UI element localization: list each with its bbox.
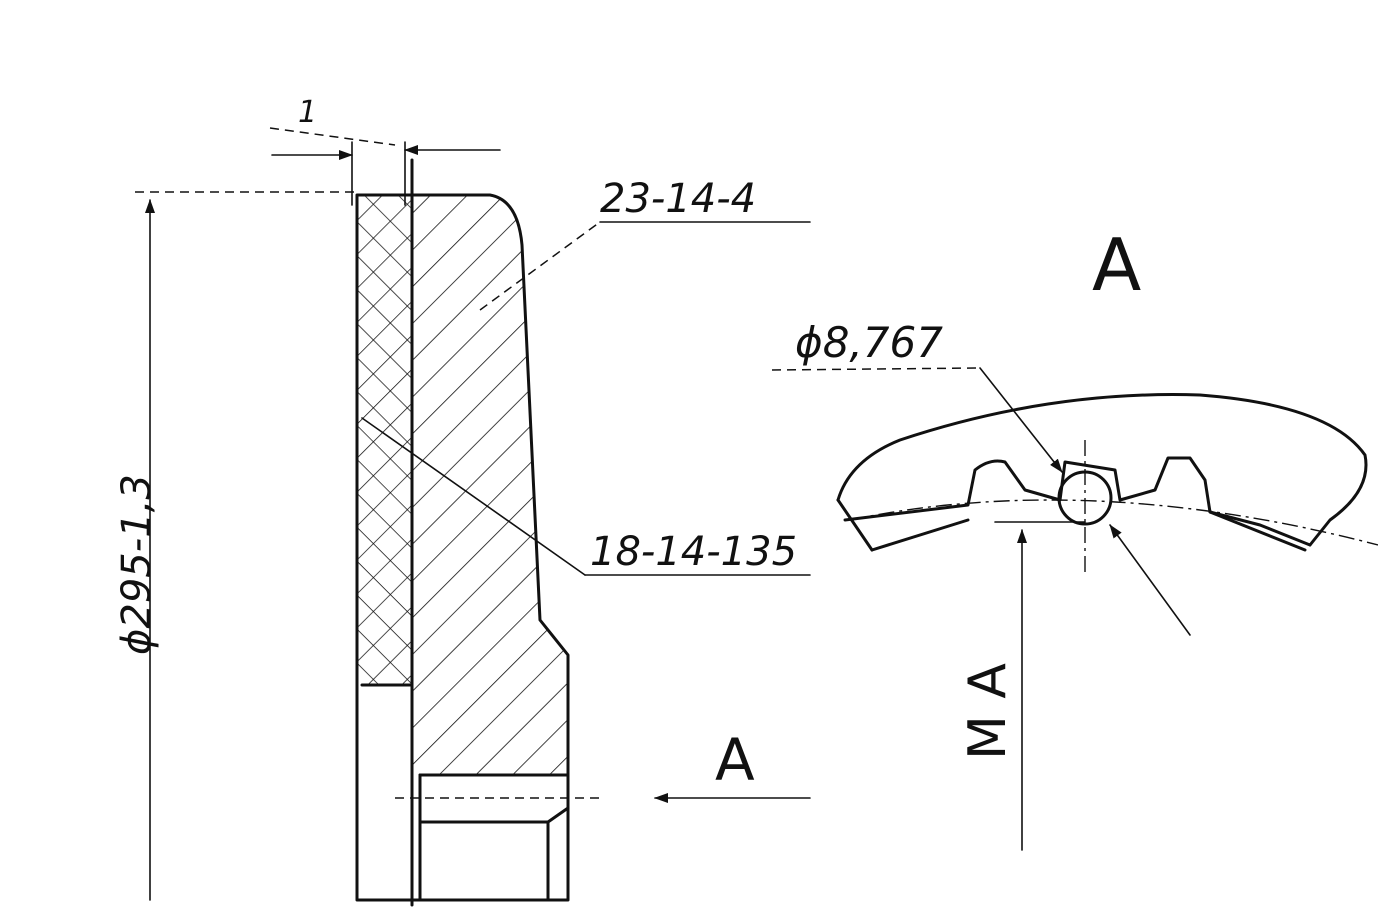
diagonal-hatch-body	[412, 195, 568, 775]
material-bottom-label: 18-14-135	[590, 529, 797, 575]
gear-bottom-edge	[870, 510, 1307, 552]
gap-label: 1	[298, 95, 317, 130]
leader-top	[479, 221, 601, 311]
crosshatch-layer	[357, 195, 412, 685]
roller-dim-shelf	[771, 367, 981, 371]
gear-left-end	[836, 498, 874, 552]
diameter-main-label: ϕ295-1,3	[114, 474, 160, 655]
view-name-label: A	[1092, 223, 1141, 307]
roller-dim-leader	[979, 367, 1063, 473]
gap-dimension: 1	[269, 95, 501, 206]
view-arrow: A	[654, 726, 811, 803]
gear-tooth-profile	[843, 456, 1312, 547]
pitch-circle	[849, 499, 1378, 546]
view-arrow-label: A	[715, 726, 755, 794]
detail-view: A ϕ8,767 M A	[771, 223, 1378, 851]
material-top-label: 23-14-4	[600, 176, 756, 222]
roller-dim-leader-2	[1109, 524, 1191, 636]
gap-leader	[269, 127, 396, 146]
diameter-dimension: ϕ295-1,3	[114, 191, 357, 901]
gear-outer-arc	[836, 393, 1368, 547]
section-view	[355, 158, 600, 907]
leader-bottom	[361, 417, 586, 576]
body-outline	[355, 193, 570, 902]
diameter-small-label: ϕ8,767	[795, 318, 943, 367]
material-callouts: 23-14-4 18-14-135	[361, 176, 811, 576]
bore-chamfer	[546, 806, 570, 824]
dim-m-label: M A	[958, 663, 1018, 760]
